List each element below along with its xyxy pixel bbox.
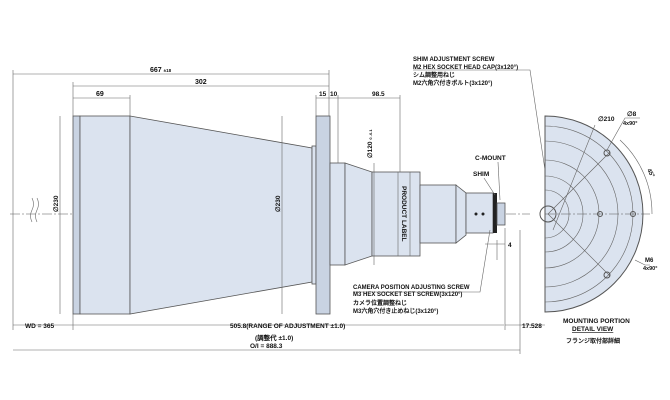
detail-thread: M6	[645, 258, 654, 264]
dim-rear-diameter: ∅120 0 -0.1	[366, 129, 374, 158]
dim-rear-section: 98.5	[372, 91, 385, 98]
product-label: PRODUCT LABEL	[400, 186, 407, 242]
dim-wd: WD = 365	[25, 323, 54, 330]
dim-flange: 15	[319, 91, 327, 98]
dim-front-diameter: ∅230	[52, 195, 60, 212]
detail-thread-count: 4x90°	[643, 266, 657, 272]
dim-cmount-offset: 4	[508, 242, 512, 249]
detail-title-jp: フランジ取付部詳細	[566, 337, 620, 345]
shim-screw-callout: SHIM ADJUSTMENT SCREW M2 HEX SOCKET HEAD…	[413, 57, 520, 87]
detail-angle: 45°	[645, 168, 655, 179]
detail-hole-count: 4x90°	[623, 121, 637, 127]
dim-flange-back: 17.528	[522, 323, 542, 330]
c-mount-label: C-MOUNT	[475, 155, 506, 162]
bottom-dimensions	[13, 230, 545, 354]
dim-front-section: 69	[96, 91, 104, 98]
flange	[315, 115, 331, 315]
break-symbol	[30, 197, 39, 223]
dim-gap: 10	[330, 91, 338, 98]
detail-pcd: ∅210	[598, 115, 615, 123]
detail-title-2: DETAIL VIEW	[572, 326, 614, 333]
dim-range-jp: (調整代 ±1.0)	[255, 333, 293, 342]
detail-hole: ∅8	[627, 110, 637, 118]
shim-label: SHIM	[473, 171, 489, 178]
lens-body	[72, 115, 506, 315]
dim-oi: O/I = 888.3	[250, 343, 283, 350]
camera-screw-callout: CAMERA POSITION ADJUSTING SCREW M3 HEX S…	[353, 285, 471, 315]
dim-overall-length: 667 ±18	[150, 67, 172, 74]
c-mount	[496, 202, 506, 226]
dim-flange-diameter: ∅230	[274, 195, 282, 212]
top-dimensions	[12, 70, 506, 330]
dim-range: 505.8(RANGE OF ADJUSTMENT ±1.0)	[230, 323, 345, 330]
detail-title-1: MOUNTING PORTION	[563, 318, 630, 325]
shim	[493, 193, 497, 233]
dim-body-length: 302	[195, 79, 207, 86]
mounting-detail-view	[539, 115, 653, 313]
product-label-section	[371, 171, 421, 257]
